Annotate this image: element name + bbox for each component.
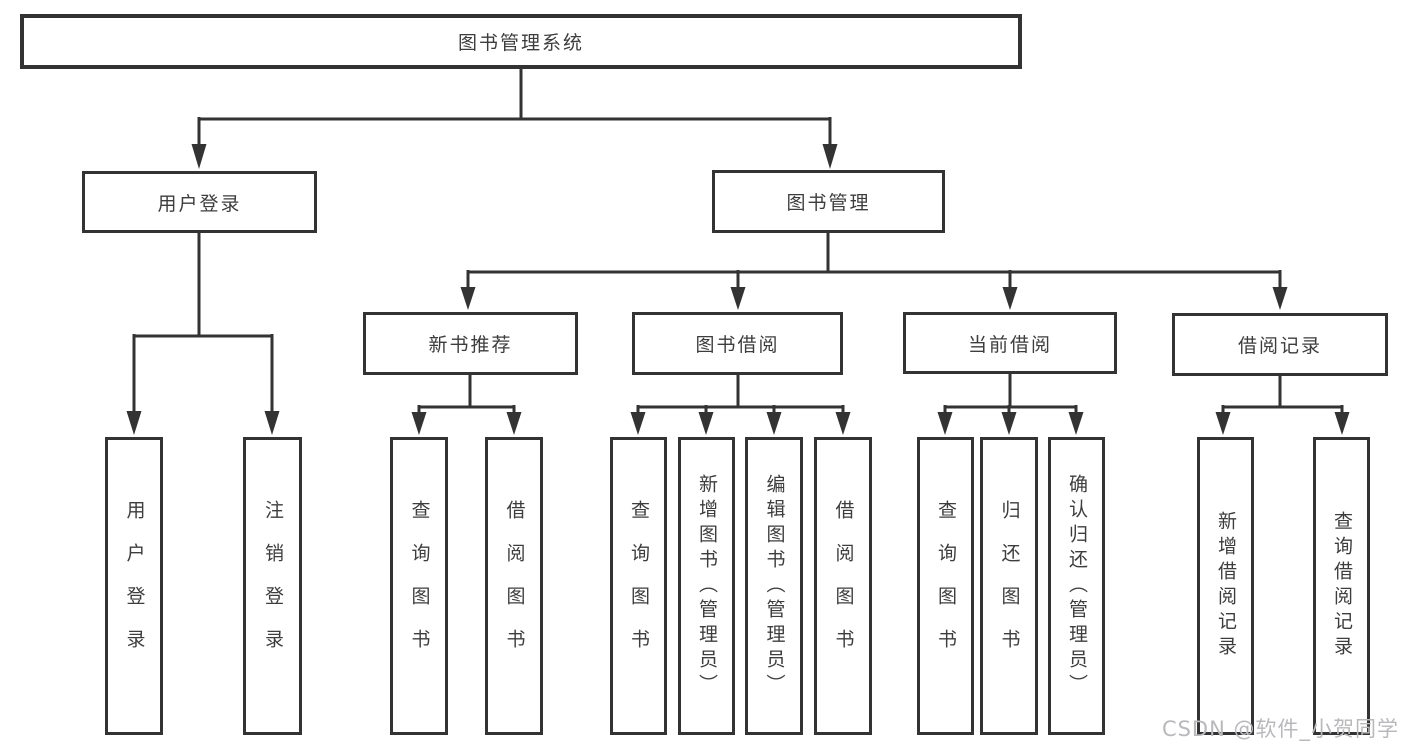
book-borrow-label: 图书借阅 [695, 334, 780, 356]
leaf-add-book-admin-label: 新增图书（管理员） [696, 473, 718, 699]
book-management-label: 图书管理 [786, 192, 871, 214]
leaf-logout-label: 注销登录 [262, 500, 284, 672]
user-login-label: 用户登录 [157, 192, 242, 215]
leaf-edit-book-admin-label: 编辑图书（管理员） [763, 473, 786, 699]
leaf-borrow-books-label: 借阅图书 [832, 500, 855, 672]
leaf-query-borrow-record: 查询借阅记录 [1313, 437, 1370, 735]
node-library-management-system: 图书管理系统 [20, 14, 1022, 69]
leaf-logout: 注销登录 [243, 437, 302, 735]
leaf-return-books: 归还图书 [980, 437, 1038, 735]
node-book-management: 图书管理 [712, 170, 945, 233]
node-borrow-records: 借阅记录 [1172, 313, 1388, 376]
leaf-query-books-borrow: 查询图书 [610, 437, 667, 735]
leaf-query-books-current-label: 查询图书 [935, 500, 957, 672]
leaf-edit-book-admin: 编辑图书（管理员） [745, 437, 803, 735]
leaf-query-books-borrow-label: 查询图书 [628, 500, 650, 672]
leaf-query-books-current: 查询图书 [917, 437, 974, 735]
node-user-login: 用户登录 [82, 171, 317, 233]
leaf-confirm-return-admin: 确认归还（管理员） [1048, 437, 1105, 735]
leaf-query-borrow-record-label: 查询借阅记录 [1331, 511, 1353, 661]
leaf-user-login: 用户登录 [105, 437, 163, 735]
current-borrow-label: 当前借阅 [967, 333, 1052, 356]
leaf-query-books-recommend: 查询图书 [390, 437, 448, 735]
leaf-query-books-recommend-label: 查询图书 [408, 500, 431, 672]
leaf-user-login-label: 用户登录 [123, 500, 146, 672]
node-current-borrow: 当前借阅 [903, 312, 1117, 374]
leaf-add-book-admin: 新增图书（管理员） [678, 437, 735, 735]
leaf-add-borrow-record: 新增借阅记录 [1197, 437, 1254, 735]
borrow-records-label: 借阅记录 [1237, 335, 1322, 357]
leaf-add-borrow-record-label: 新增借阅记录 [1215, 511, 1237, 661]
node-book-borrow: 图书借阅 [632, 312, 843, 375]
new-book-recommend-label: 新书推荐 [428, 334, 513, 356]
leaf-borrow-books-recommend: 借阅图书 [485, 437, 543, 735]
leaf-confirm-return-admin-label: 确认归还（管理员） [1066, 473, 1088, 699]
node-new-book-recommend: 新书推荐 [363, 312, 578, 375]
leaf-borrow-books: 借阅图书 [814, 437, 872, 735]
root-label: 图书管理系统 [457, 32, 584, 54]
leaf-return-books-label: 归还图书 [998, 500, 1021, 672]
csdn-watermark: CSDN @软件_小贺同学 [1161, 717, 1399, 741]
leaf-borrow-books-recommend-label: 借阅图书 [503, 500, 526, 672]
